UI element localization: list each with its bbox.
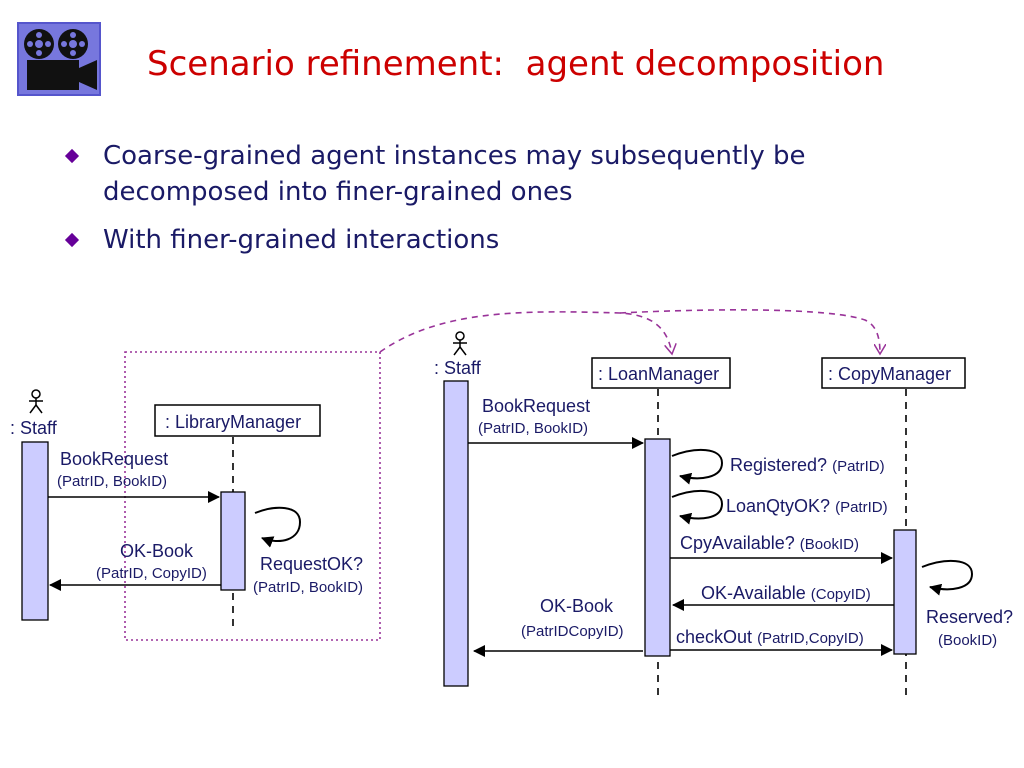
bullet-text: Coarse-grained agent instances may subse… xyxy=(103,141,806,207)
msg-okbook-params: (PatrIDCopyID) xyxy=(521,623,624,640)
loanqty-label: LoanQtyOK? (PatrID) xyxy=(726,496,888,516)
self-check-label: RequestOK? xyxy=(260,554,363,574)
reserved-label: Reserved? xyxy=(926,607,1013,627)
msg-okbook-params: (PatrID, CopyID) xyxy=(96,565,207,582)
reserved-loop xyxy=(921,559,974,596)
registered-label: Registered? (PatrID) xyxy=(730,455,885,475)
loan-manager-label: : LoanManager xyxy=(598,364,719,384)
self-check-params: (PatrID, BookID) xyxy=(253,579,363,596)
msg-okavail-label: OK-Available (CopyID) xyxy=(701,583,871,603)
msg-bookrequest-params: (PatrID, BookID) xyxy=(478,420,588,437)
film-camera-icon xyxy=(17,22,101,96)
self-check-loop xyxy=(254,506,302,548)
msg-cpyavail-label: CpyAvailable? (BookID) xyxy=(680,533,859,553)
library-manager-label: : LibraryManager xyxy=(165,412,301,432)
msg-bookrequest-label: BookRequest xyxy=(60,449,168,469)
left-actor-label: : Staff xyxy=(10,418,58,438)
decomposition-arrow-copy xyxy=(619,309,880,354)
msg-okbook-label: OK-Book xyxy=(120,541,194,561)
slide-title: Scenario refinement: agent decomposition xyxy=(147,44,885,84)
registered-loop xyxy=(671,448,724,485)
loan-manager-box xyxy=(591,357,731,389)
library-manager-box xyxy=(154,404,321,437)
msg-bookrequest-label: BookRequest xyxy=(482,396,590,416)
copy-manager-label: : CopyManager xyxy=(828,364,951,384)
copy-manager-box xyxy=(821,357,966,389)
staff-actor-icon xyxy=(453,331,467,356)
left-staff-activation xyxy=(21,441,49,621)
msg-checkout-label: checkOut (PatrID,CopyID) xyxy=(676,627,864,647)
msg-okbook-label: OK-Book xyxy=(540,596,614,616)
bullet-text: With finer-grained interactions xyxy=(103,225,500,255)
msg-bookrequest-params: (PatrID, BookID) xyxy=(57,473,167,490)
right-staff-activation xyxy=(443,380,469,687)
decomposition-frame xyxy=(124,351,381,641)
loanqty-loop xyxy=(671,489,724,525)
decomposition-arrow-loan xyxy=(379,311,672,354)
copy-manager-activation xyxy=(893,529,917,655)
loan-manager-activation xyxy=(644,438,671,657)
reserved-params: (BookID) xyxy=(938,632,997,649)
library-manager-activation xyxy=(220,491,246,591)
bullet-list: Coarse-grained agent instances may subse… xyxy=(0,138,903,270)
bullet-item: With finer-grained interactions xyxy=(64,222,903,258)
bullet-item: Coarse-grained agent instances may subse… xyxy=(64,138,903,210)
right-actor-label: : Staff xyxy=(434,358,482,378)
staff-actor-icon xyxy=(29,389,43,414)
